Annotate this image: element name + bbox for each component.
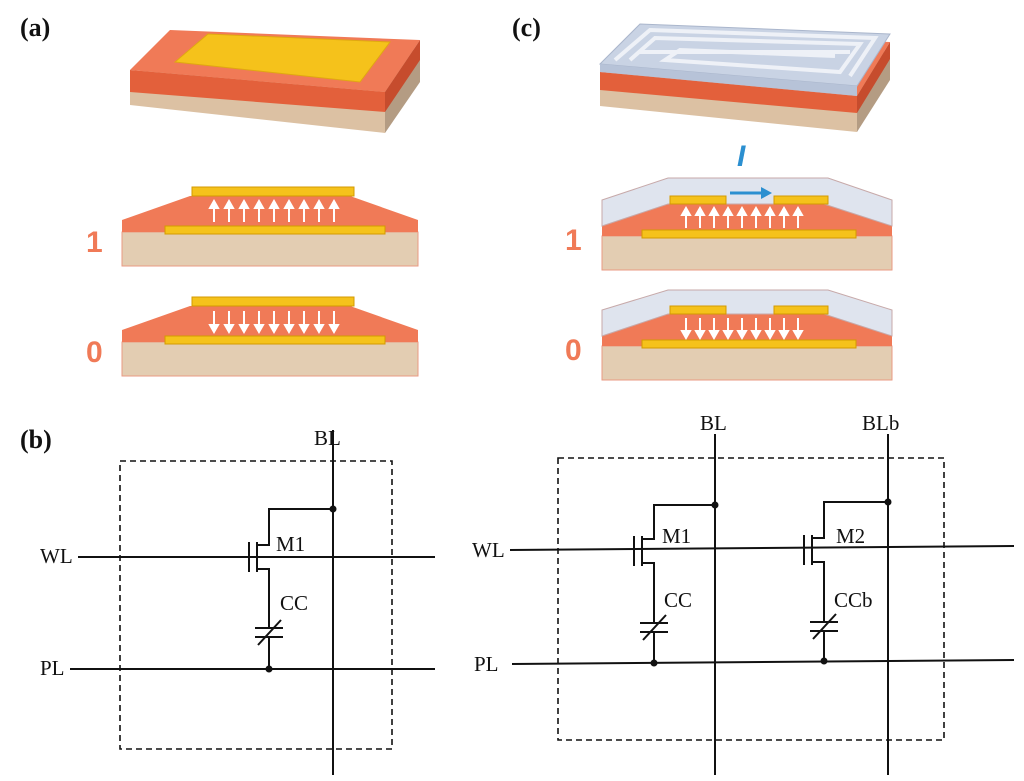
junction-dot bbox=[650, 659, 658, 667]
label-ccb-2t2c: CCb bbox=[834, 588, 873, 612]
polarization-up-arrowhead bbox=[268, 198, 280, 209]
junction-dot bbox=[329, 505, 337, 513]
current-arrow bbox=[730, 187, 772, 199]
wordline-wire bbox=[509, 545, 1015, 551]
label-wl-2t2c: WL bbox=[472, 538, 505, 562]
label-m1-2t2c: M1 bbox=[662, 524, 691, 548]
polarization-up-arrowhead bbox=[708, 205, 720, 216]
cross-section-c-state-0 bbox=[601, 289, 893, 381]
state-label-1-a: 1 bbox=[86, 226, 103, 259]
polarization-down-arrowhead bbox=[708, 330, 720, 341]
polarization-down-arrowhead bbox=[268, 324, 280, 335]
polarization-down-arrows bbox=[208, 311, 340, 335]
cross-section-c-state-1 bbox=[601, 177, 893, 271]
label-wl-1t1c: WL bbox=[40, 544, 73, 568]
polarization-up-arrowhead bbox=[778, 205, 790, 216]
polarization-down-arrowhead bbox=[736, 330, 748, 341]
polarization-up-arrowhead bbox=[223, 198, 235, 209]
transistor-m1-2t2c bbox=[633, 504, 715, 593]
polarization-down-arrowhead bbox=[792, 330, 804, 341]
polarization-down-arrows-c bbox=[680, 318, 804, 341]
label-m1-1t1c: M1 bbox=[276, 532, 305, 556]
label-bl-2t2c: BL bbox=[700, 411, 727, 435]
polarization-up-arrowhead bbox=[298, 198, 310, 209]
polarization-down-arrowhead bbox=[750, 330, 762, 341]
label-m2-2t2c: M2 bbox=[836, 524, 865, 548]
polarization-up-arrowhead bbox=[328, 198, 340, 209]
panel-label-c: (c) bbox=[512, 13, 541, 42]
polarization-down-arrowhead bbox=[283, 324, 295, 335]
capacitor-3d-a bbox=[130, 30, 420, 133]
transistor-m1 bbox=[248, 508, 333, 600]
polarization-up-arrowhead bbox=[736, 205, 748, 216]
polarization-up-arrowhead bbox=[764, 205, 776, 216]
polarization-down-arrowhead bbox=[253, 324, 265, 335]
ferroelectric-capacitor-cc-2t2c bbox=[640, 593, 668, 663]
cell-boundary-2t2c bbox=[557, 457, 945, 741]
polarization-down-arrowhead bbox=[223, 324, 235, 335]
ferroelectric-capacitor-ccb-2t2c bbox=[810, 592, 838, 661]
polarization-up-arrowhead bbox=[694, 205, 706, 216]
panel-label-b: (b) bbox=[20, 425, 52, 454]
polarization-down-arrowhead bbox=[764, 330, 776, 341]
circuit-1t1c bbox=[70, 430, 435, 775]
polarization-up-arrowhead bbox=[680, 205, 692, 216]
state-label-1-c: 1 bbox=[565, 224, 582, 257]
cell-boundary-1t1c bbox=[119, 460, 393, 750]
panel-label-a: (a) bbox=[20, 13, 50, 42]
interdigitated-electrodes bbox=[613, 27, 879, 78]
label-cc-1t1c: CC bbox=[280, 591, 308, 615]
plateline-wire bbox=[511, 659, 1015, 665]
junction-dot bbox=[820, 657, 828, 665]
polarization-up-arrowhead bbox=[313, 198, 325, 209]
polarization-up-arrowhead bbox=[208, 198, 220, 209]
polarization-up-arrowhead bbox=[792, 205, 804, 216]
polarization-down-arrowhead bbox=[328, 324, 340, 335]
junction-dot bbox=[884, 498, 892, 506]
polarization-down-arrowhead bbox=[694, 330, 706, 341]
state-label-0-a: 0 bbox=[86, 336, 103, 369]
transistor-m2-2t2c bbox=[803, 501, 888, 592]
polarization-up-arrows-c bbox=[680, 205, 804, 228]
device-3d-c bbox=[598, 23, 891, 132]
polarization-up-arrows bbox=[208, 198, 340, 222]
label-cc-2t2c: CC bbox=[664, 588, 692, 612]
polarization-down-arrowhead bbox=[313, 324, 325, 335]
polarization-up-arrowhead bbox=[750, 205, 762, 216]
polarization-down-arrowhead bbox=[208, 324, 220, 335]
label-bl-1t1c: BL bbox=[314, 426, 341, 450]
label-pl-1t1c: PL bbox=[40, 656, 65, 680]
polarization-down-arrowhead bbox=[238, 324, 250, 335]
cross-section-a-state-0 bbox=[121, 296, 419, 377]
polarization-down-arrowhead bbox=[680, 330, 692, 341]
state-label-0-c: 0 bbox=[565, 334, 582, 367]
polarization-down-arrowhead bbox=[778, 330, 790, 341]
label-blb-2t2c: BLb bbox=[862, 411, 899, 435]
circuit-2t2c bbox=[509, 434, 1015, 775]
junction-dot bbox=[711, 501, 719, 509]
cross-section-a-state-1 bbox=[121, 186, 419, 267]
polarization-down-arrowhead bbox=[722, 330, 734, 341]
polarization-up-arrowhead bbox=[238, 198, 250, 209]
ferroelectric-capacitor-cc bbox=[255, 600, 283, 669]
label-pl-2t2c: PL bbox=[474, 652, 499, 676]
polarization-up-arrowhead bbox=[283, 198, 295, 209]
polarization-up-arrowhead bbox=[722, 205, 734, 216]
polarization-down-arrowhead bbox=[298, 324, 310, 335]
junction-dot bbox=[265, 665, 273, 673]
current-label: I bbox=[737, 140, 746, 173]
polarization-up-arrowhead bbox=[253, 198, 265, 209]
